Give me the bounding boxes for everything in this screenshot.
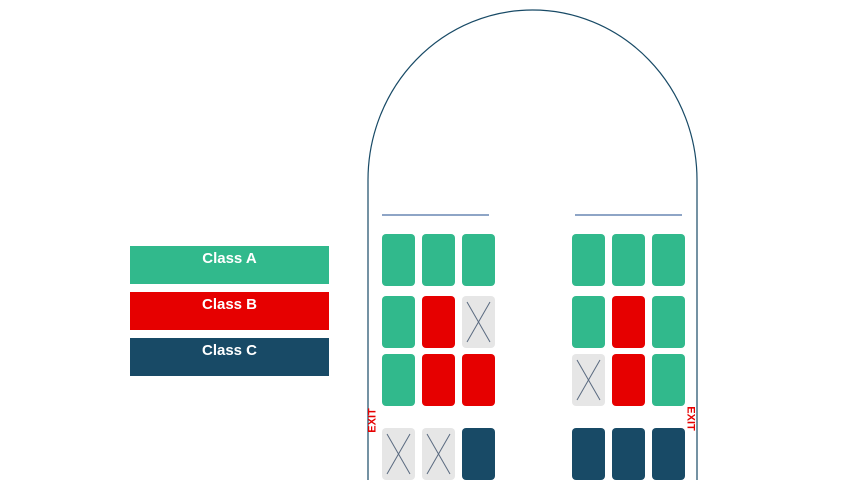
unavailable-x-icon bbox=[386, 433, 411, 475]
unavailable-x-icon bbox=[426, 433, 451, 475]
seat-class-b[interactable] bbox=[612, 296, 645, 348]
legend-label: Class C bbox=[201, 342, 258, 359]
seat-class-c[interactable] bbox=[612, 428, 645, 480]
exit-sign-right: EXIT bbox=[684, 406, 697, 431]
seat-class-a[interactable] bbox=[382, 234, 415, 286]
seat-class-a[interactable] bbox=[462, 234, 495, 286]
seat-class-a[interactable] bbox=[652, 354, 685, 406]
seat-class-b[interactable] bbox=[422, 296, 455, 348]
seat-class-a[interactable] bbox=[612, 234, 645, 286]
unavailable-x-icon bbox=[576, 359, 601, 401]
seat-class-b[interactable] bbox=[612, 354, 645, 406]
seat-class-a[interactable] bbox=[422, 234, 455, 286]
seat-class-a[interactable] bbox=[382, 354, 415, 406]
fuselage-outline bbox=[367, 9, 698, 480]
seat-class-a[interactable] bbox=[572, 296, 605, 348]
seat-class-a[interactable] bbox=[572, 234, 605, 286]
seat-class-a[interactable] bbox=[382, 296, 415, 348]
legend-class-a[interactable]: Class A bbox=[130, 246, 329, 284]
seat-class-c[interactable] bbox=[462, 428, 495, 480]
seat-class-a[interactable] bbox=[652, 296, 685, 348]
legend-label: Class A bbox=[202, 250, 257, 267]
unavailable-x-icon bbox=[466, 301, 491, 343]
seat-class-c[interactable] bbox=[652, 428, 685, 480]
legend-label: Class B bbox=[201, 296, 258, 313]
legend-class-c[interactable]: Class C bbox=[130, 338, 329, 376]
legend-class-b[interactable]: Class B bbox=[130, 292, 329, 330]
seat-class-a[interactable] bbox=[652, 234, 685, 286]
seat-class-b[interactable] bbox=[422, 354, 455, 406]
seat-class-b[interactable] bbox=[462, 354, 495, 406]
seat-class-c[interactable] bbox=[572, 428, 605, 480]
exit-sign-left: EXIT bbox=[366, 408, 379, 433]
